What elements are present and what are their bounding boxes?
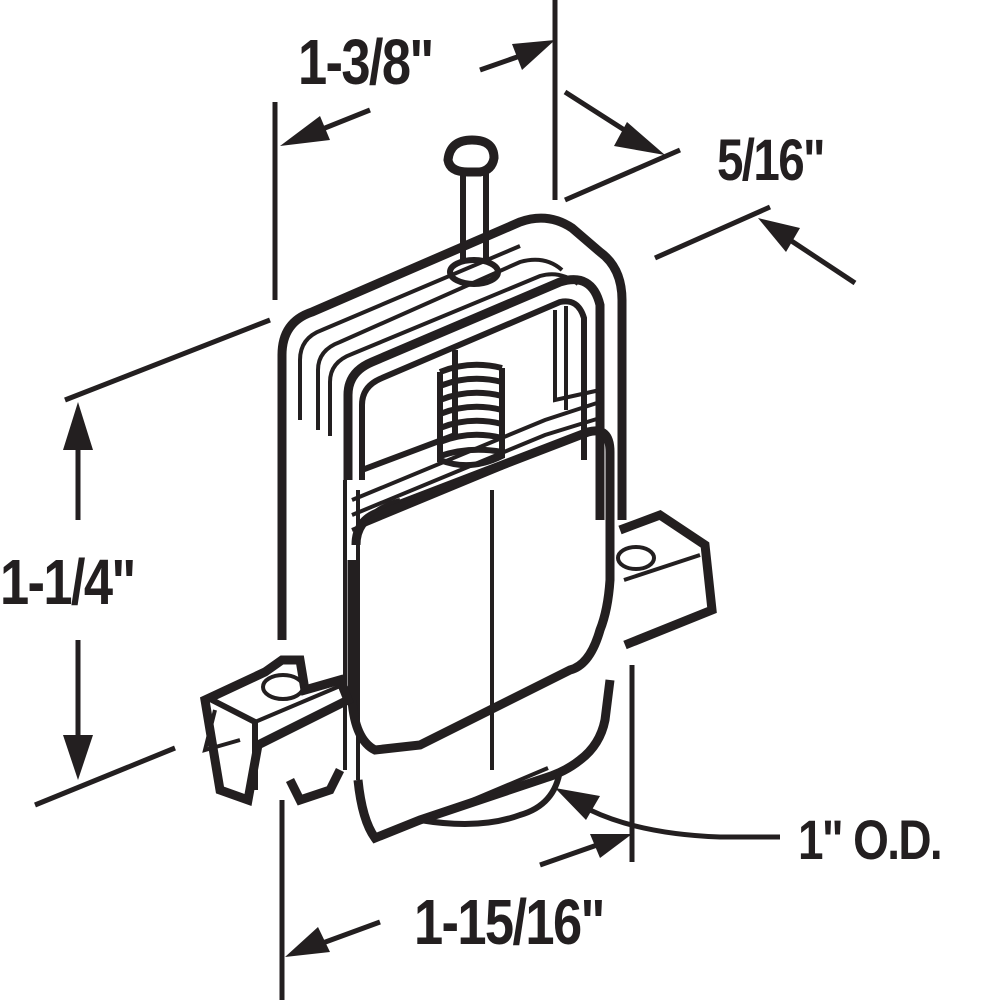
label-height: 1-1/4" [0,546,136,618]
right-mounting-tab [616,509,717,650]
label-width-top: 1-3/8" [298,26,434,98]
label-width-bottom: 1-15/16" [414,886,605,958]
roller-body [199,135,717,844]
dimension-depth [563,89,857,286]
dimension-height [34,317,271,808]
dimension-wheel-diameter [555,788,780,840]
dimension-width-bottom [279,665,635,1000]
label-wheel-diameter: 1" O.D. [798,808,943,871]
label-depth: 5/16" [717,128,826,193]
left-mounting-tab [199,655,354,807]
spring [437,361,505,469]
dimension-width-top [272,0,558,300]
